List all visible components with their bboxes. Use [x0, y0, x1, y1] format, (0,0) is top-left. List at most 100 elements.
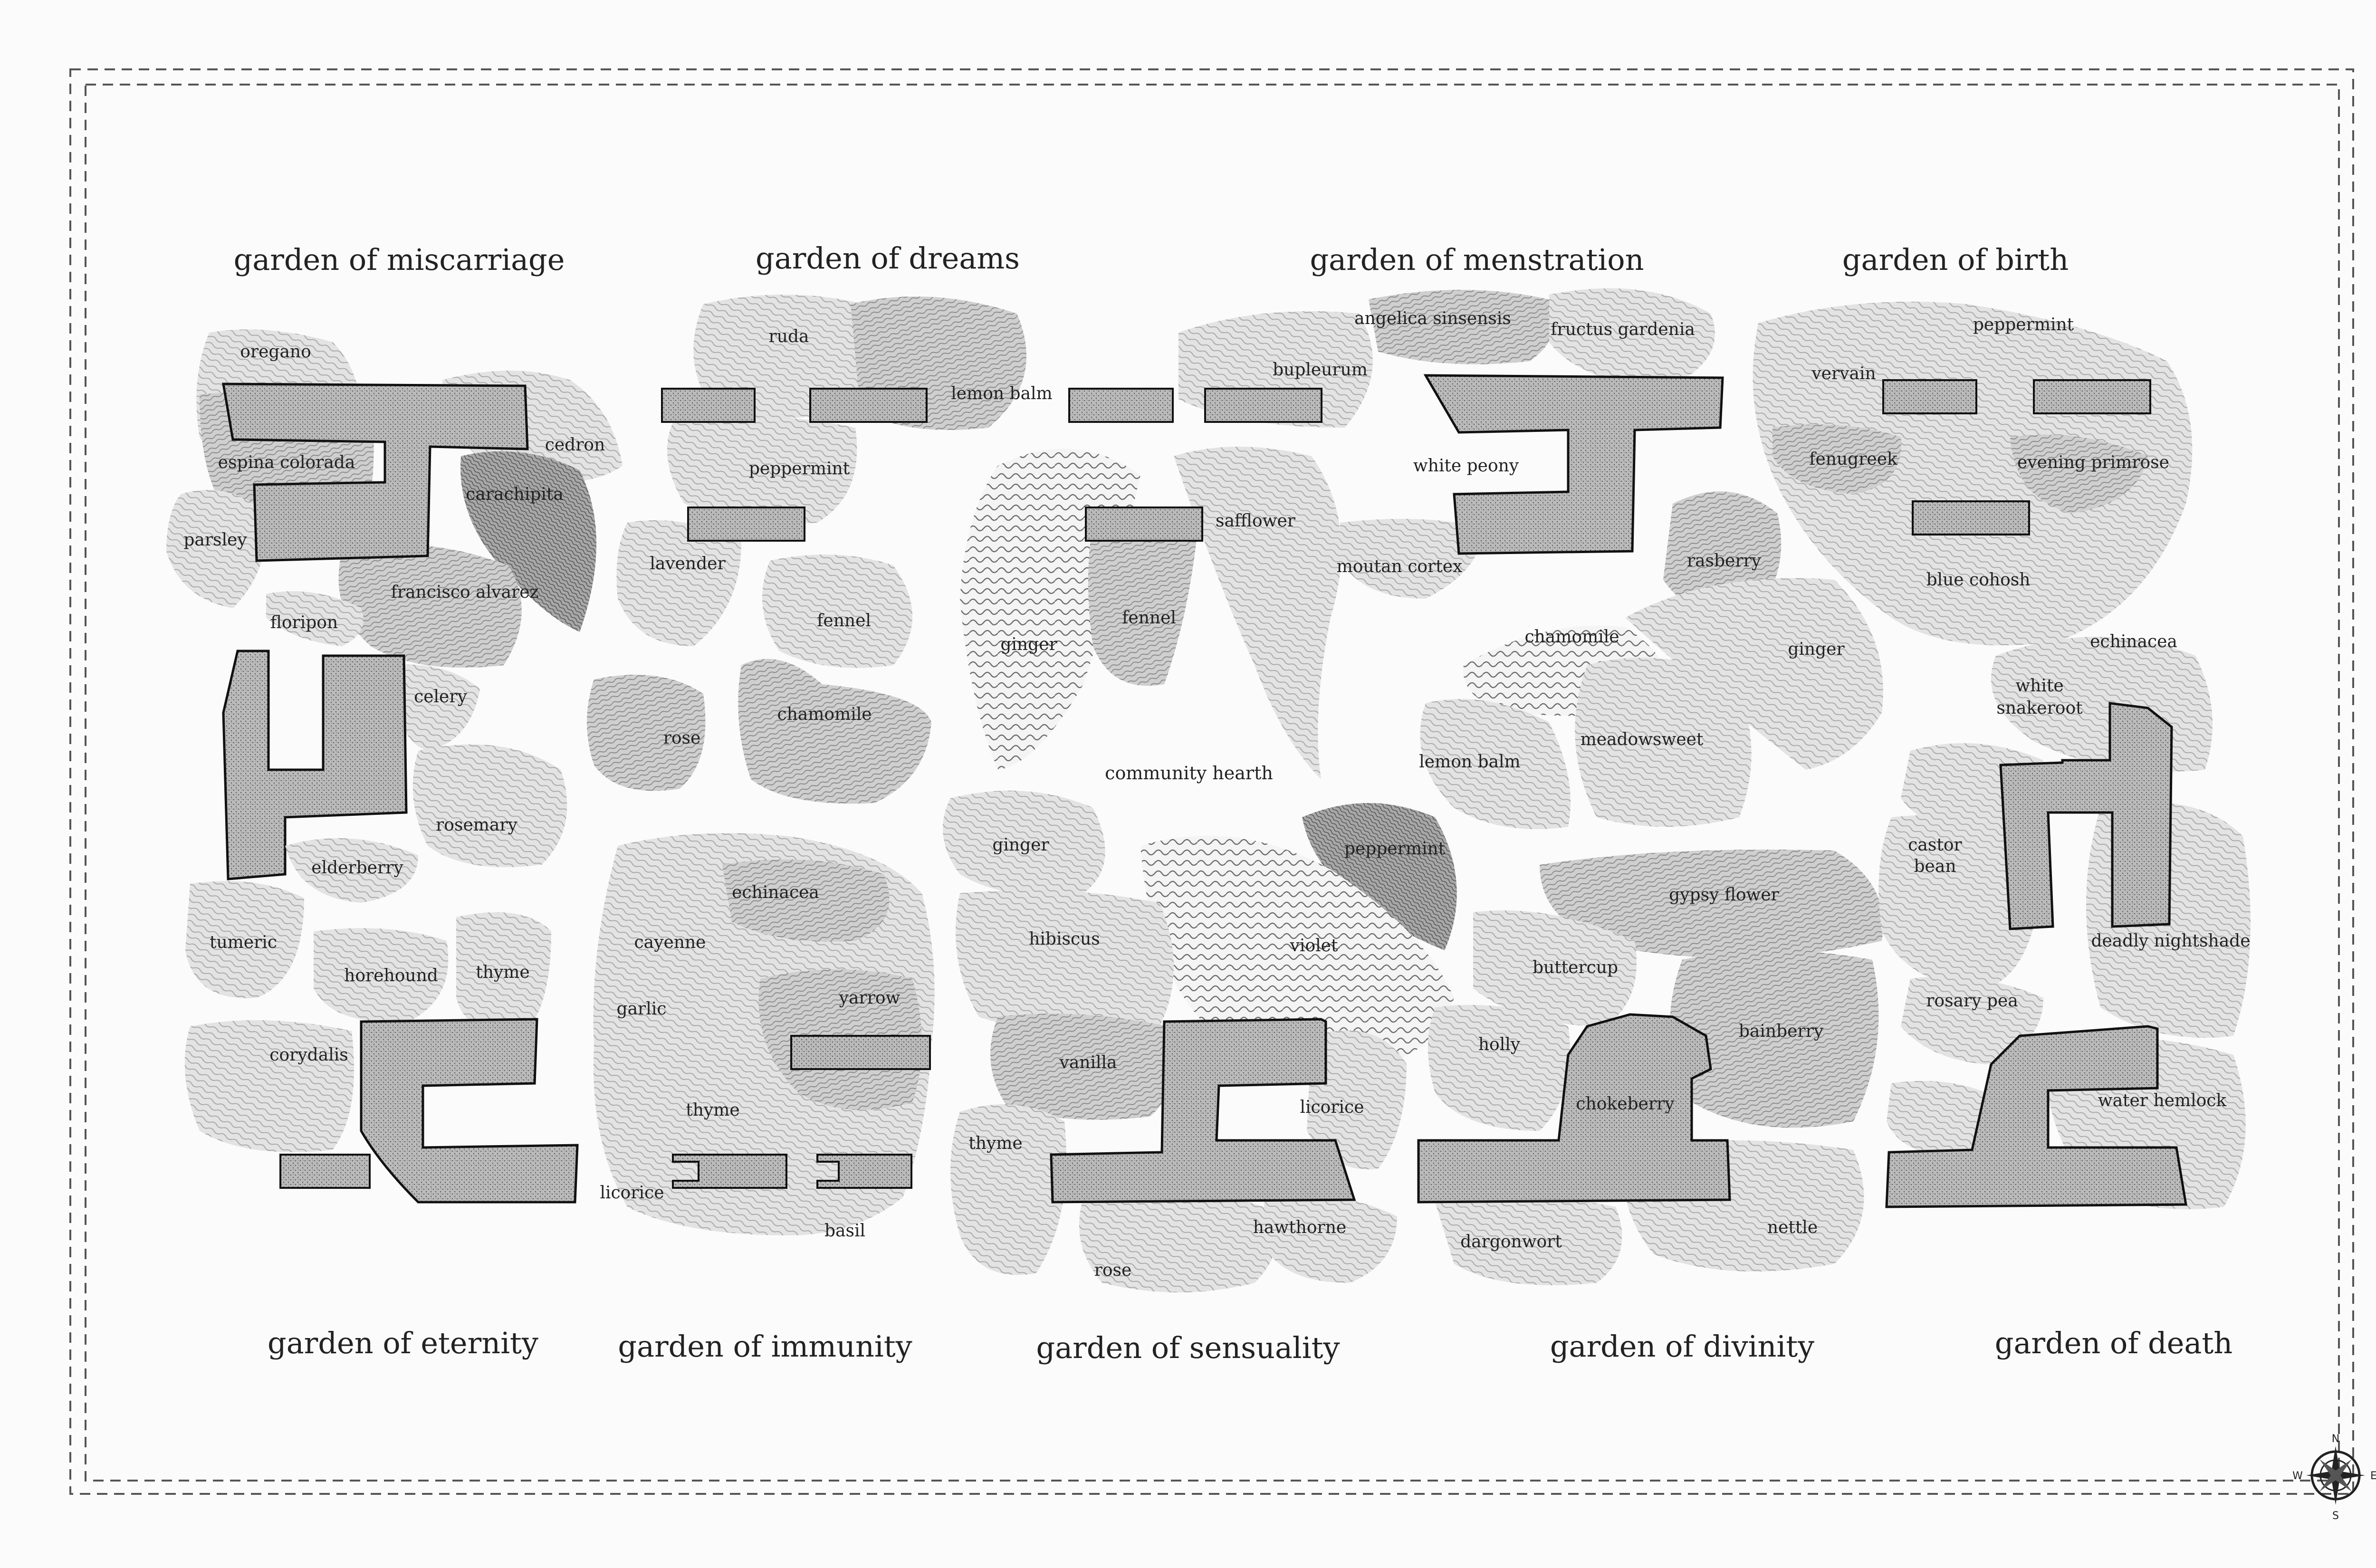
bed — [1174, 447, 1341, 779]
bench — [1085, 507, 1203, 542]
bed — [950, 1104, 1066, 1275]
garden-death: echinacea white snakeroot castor bean de… — [1878, 632, 2251, 1360]
plant-label: parsley — [183, 530, 247, 550]
bed — [1369, 290, 1556, 364]
bed — [1088, 519, 1198, 686]
plant-label: meadowsweet — [1581, 730, 1704, 749]
map-border-inner — [85, 84, 2340, 1482]
plant-label: chamomile — [1524, 627, 1619, 647]
bed — [1901, 976, 2043, 1064]
bed — [1079, 1190, 1276, 1292]
bed — [616, 520, 741, 646]
plant-label: garlic — [617, 999, 667, 1019]
bench — [661, 388, 756, 423]
bed — [456, 912, 551, 1036]
bed — [762, 555, 912, 668]
plant-label: basil — [824, 1221, 865, 1241]
plant-label: bainberry — [1739, 1022, 1824, 1041]
bed — [1473, 910, 1637, 1026]
bench — [2033, 379, 2151, 414]
plant-label: horehound — [344, 966, 438, 985]
garden-title: garden of eternity — [268, 1326, 538, 1360]
garden-immunity: echinacea cayenne garlic yarrow thyme li… — [593, 833, 935, 1364]
bench — [809, 388, 928, 423]
bed — [185, 881, 304, 998]
plant-label: fennel — [817, 611, 871, 631]
compass-east: E — [2370, 1470, 2376, 1482]
bed — [1307, 1030, 1407, 1169]
plant-label: echinacea — [732, 883, 819, 902]
plant-label: lemon balm — [951, 384, 1052, 403]
plant-label: cedron — [545, 435, 605, 455]
plant-label: rosemary — [436, 815, 517, 835]
plant-label: ginger — [1788, 640, 1845, 659]
bed — [314, 928, 449, 1023]
bed — [460, 451, 596, 632]
bed — [1575, 658, 1752, 827]
bed — [587, 675, 706, 791]
plant-label: rose — [1094, 1261, 1132, 1280]
bed — [166, 490, 267, 608]
plant-label: espina colorada — [218, 453, 355, 472]
bed — [1340, 519, 1483, 599]
plant-label: vanilla — [1059, 1053, 1117, 1072]
plant-label: dargonwort — [1460, 1232, 1562, 1252]
plant-label: elderberry — [311, 858, 403, 878]
building-sensuality — [1050, 1018, 1356, 1204]
bed — [1540, 850, 1883, 958]
garden-title: garden of birth — [1842, 242, 2069, 277]
garden-title: garden of divinity — [1550, 1329, 1814, 1364]
compass-south: S — [2332, 1510, 2339, 1522]
bench — [1912, 500, 2030, 535]
plant-label: peppermint — [1344, 839, 1446, 859]
garden-miscarriage: oregano cedron espina colorada carachipi… — [166, 242, 623, 880]
building-death — [1999, 702, 2173, 930]
plant-label: safflower — [1216, 511, 1296, 531]
plant-label: nettle — [1767, 1218, 1818, 1237]
plant-label: holly — [1478, 1035, 1521, 1054]
bed — [667, 415, 857, 524]
bench — [687, 507, 805, 542]
building-eternity — [360, 1018, 579, 1204]
plant-label: gypsy flower — [1669, 885, 1779, 905]
garden-title: garden of death — [1995, 1326, 2232, 1360]
plant-label: ginger — [1000, 635, 1057, 654]
plant-label: bupleurum — [1273, 360, 1368, 380]
bed — [1140, 835, 1454, 1065]
bed — [990, 1013, 1176, 1120]
garden-divinity: gypsy flower buttercup holly bainberry c… — [1417, 850, 1883, 1364]
bed — [1420, 699, 1571, 829]
plant-label: violet — [1290, 936, 1338, 956]
plant-label: corydalis — [269, 1045, 348, 1065]
bed — [1549, 288, 1715, 390]
bench — [1882, 379, 1977, 414]
compass-west: W — [2292, 1470, 2303, 1482]
building-water-hemlock — [1885, 1025, 2187, 1208]
plant-label: tumeric — [210, 933, 277, 952]
bed — [1772, 424, 1901, 494]
plant-label: floripon — [270, 613, 338, 632]
garden-title: garden of immunity — [618, 1329, 912, 1364]
community-hearth-label: community hearth — [1105, 763, 1273, 784]
compass-north: N — [2332, 1433, 2339, 1445]
bench — [279, 1154, 371, 1189]
plant-label: licorice — [600, 1183, 664, 1203]
plant-label: francisco alvarez — [391, 583, 539, 602]
bench — [1068, 388, 1174, 423]
bed — [1670, 950, 1879, 1128]
plant-label: licorice — [1300, 1098, 1364, 1117]
plant-label: chamomile — [777, 705, 872, 724]
plant-label: white peony — [1413, 456, 1519, 476]
plant-label: bean — [1914, 857, 1956, 876]
plant-label: rosary pea — [1926, 991, 2018, 1011]
building-floripon — [222, 650, 408, 880]
plant-label: white — [2015, 676, 2063, 696]
bed — [390, 664, 480, 751]
bed — [184, 1020, 354, 1152]
plant-label: vervain — [1811, 364, 1876, 383]
plant-label: thyme — [476, 963, 529, 982]
bed — [338, 544, 522, 668]
plant-label: hawthorne — [1253, 1218, 1347, 1237]
building-menstration — [1423, 374, 1724, 555]
